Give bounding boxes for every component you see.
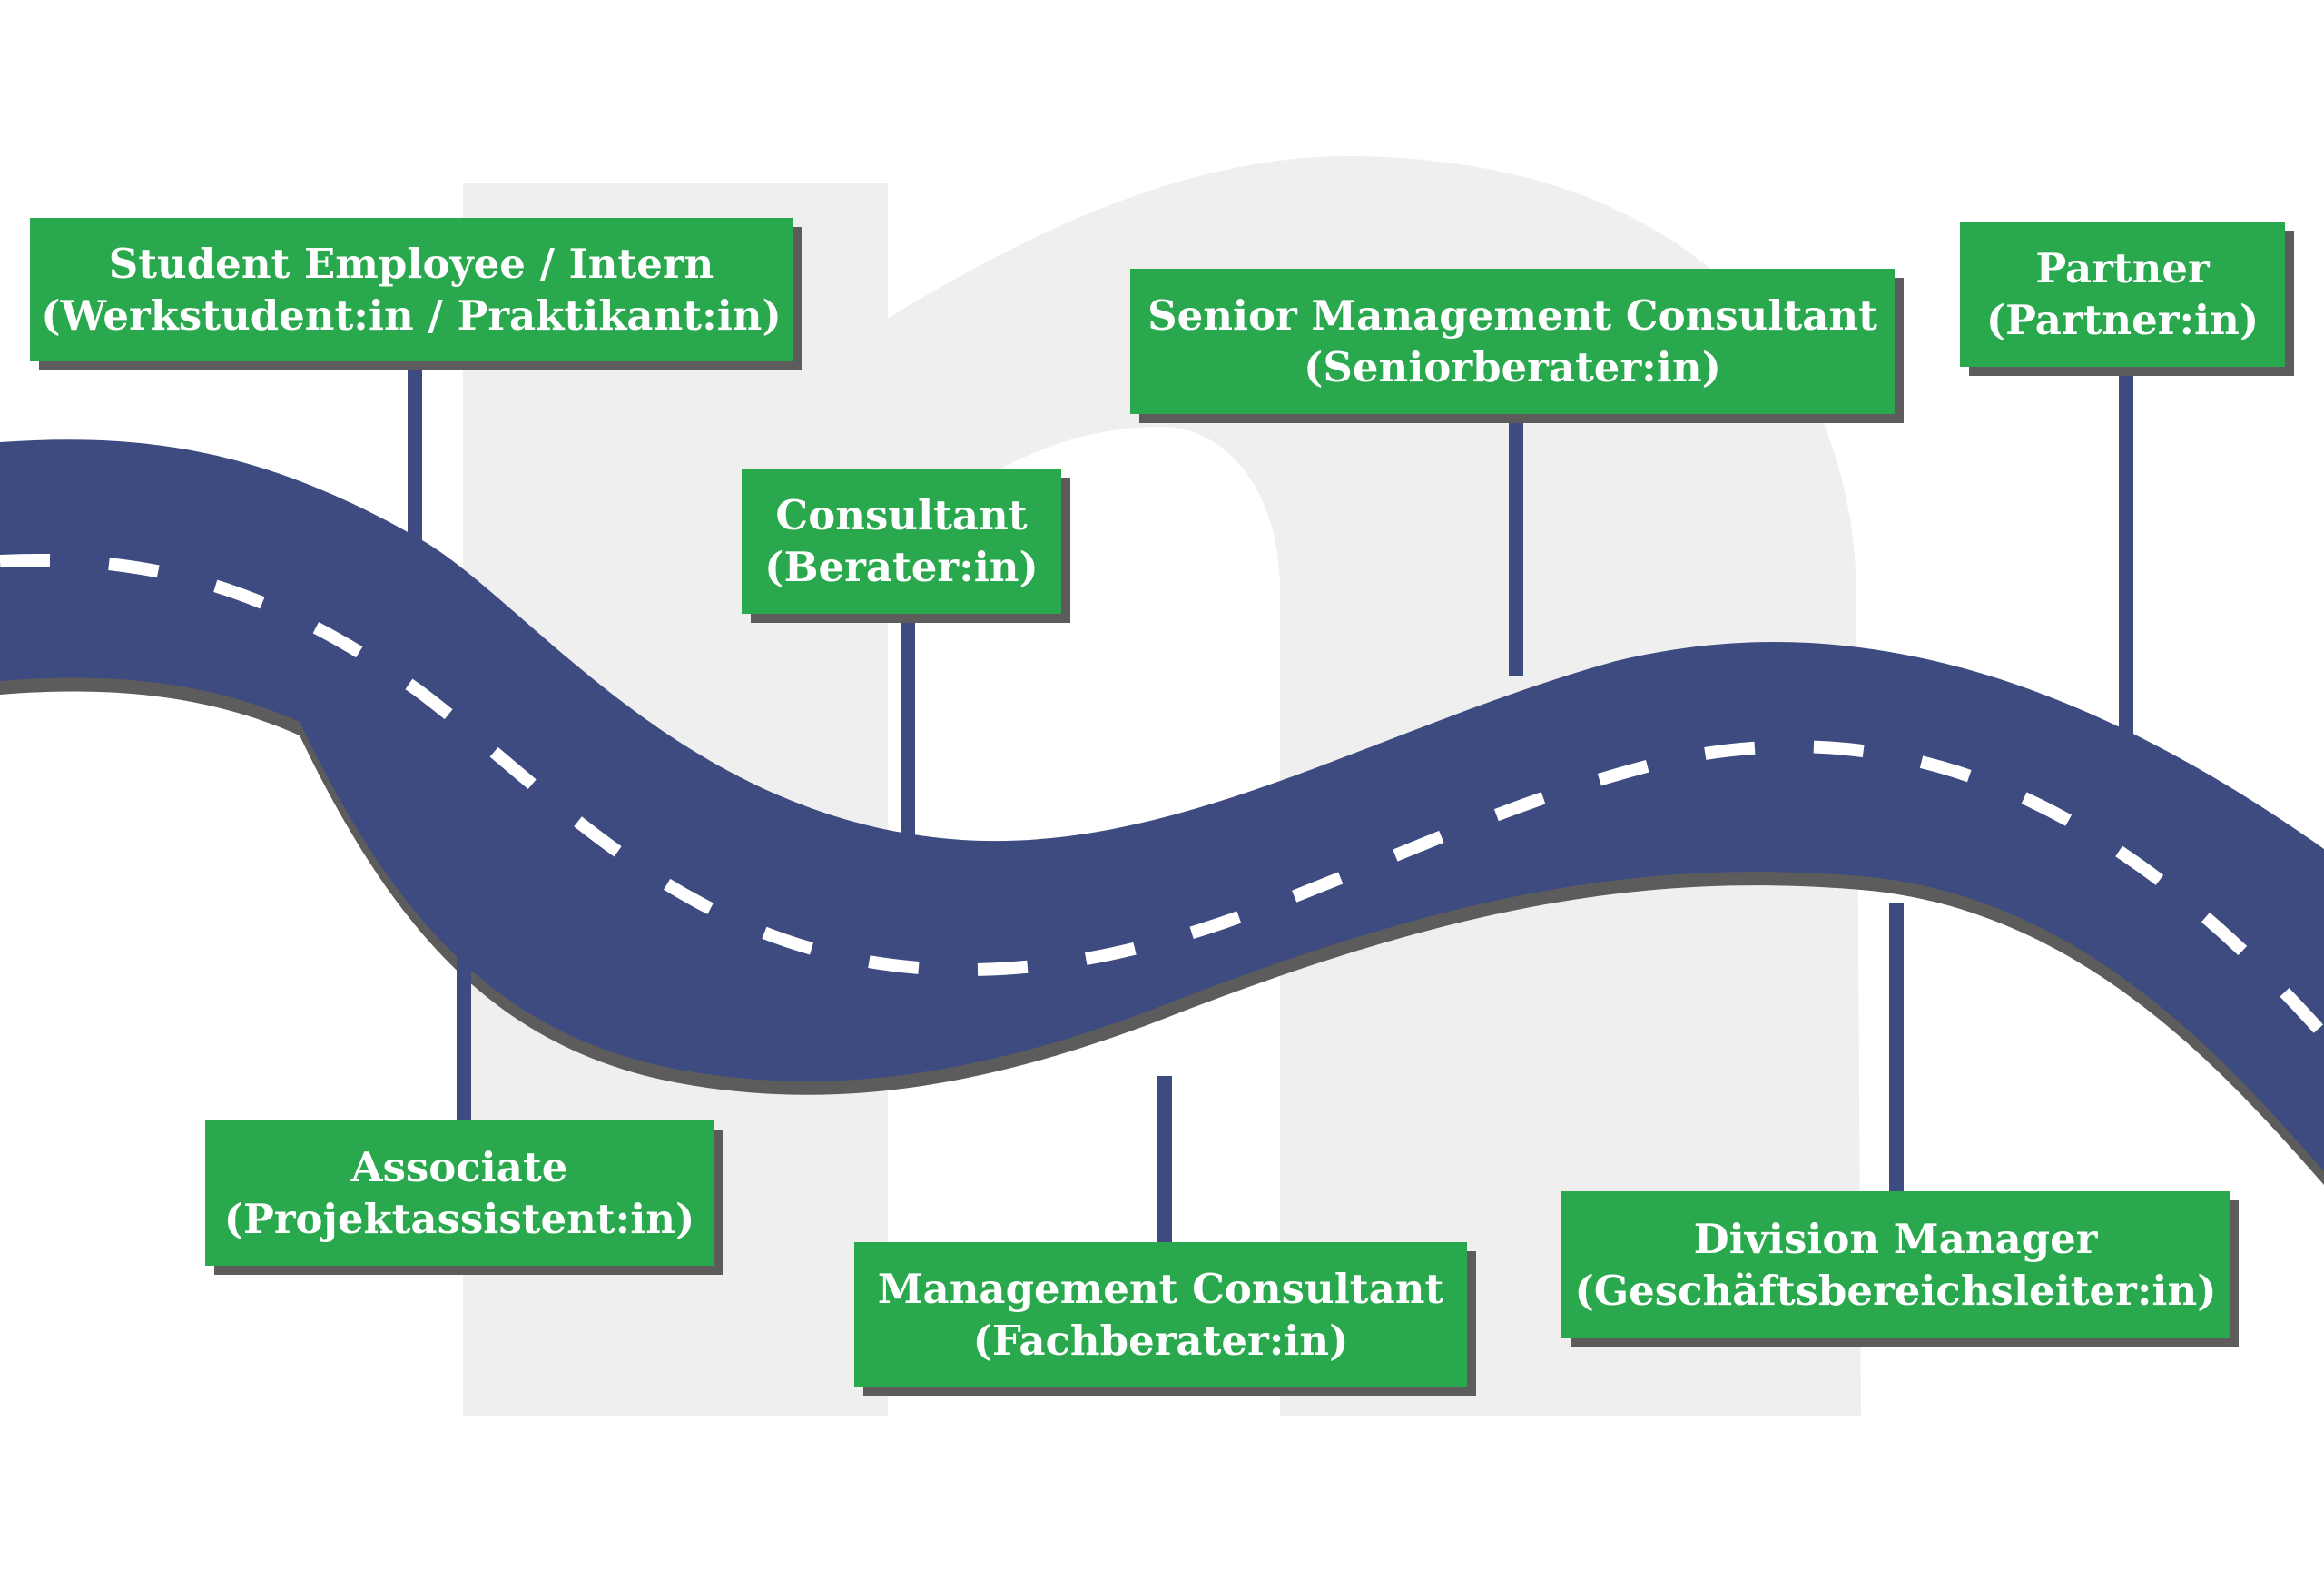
milestone-student-employee: Student Employee / Intern (Werkstudent:i…: [30, 218, 793, 361]
milestone-subtitle: (Seniorberater:in): [1304, 343, 1721, 391]
milestone-senior-management-consultant: Senior Management Consultant (Seniorbera…: [1130, 269, 1895, 414]
milestone-management-consultant: Management Consultant (Fachberater:in): [854, 1242, 1467, 1387]
road: [0, 439, 2324, 1171]
milestone-title: Student Employee / Intern: [108, 240, 714, 288]
lane-marking: [0, 553, 2324, 1040]
milestone-title: Associate: [350, 1143, 568, 1191]
milestone-subtitle: (Berater:in): [764, 543, 1039, 591]
milestone-title: Senior Management Consultant: [1147, 291, 1877, 340]
milestone-subtitle: (Fachberater:in): [972, 1317, 1349, 1365]
milestone-consultant: Consultant (Berater:in): [742, 469, 1061, 614]
milestone-subtitle: (Partner:in): [1985, 296, 2260, 344]
milestone-division-manager: Division Manager (Geschäftsbereichsleite…: [1561, 1191, 2230, 1338]
milestone-associate: Associate (Projektassistent:in): [205, 1120, 714, 1266]
milestone-title: Consultant: [775, 491, 1028, 539]
connectors: [408, 363, 2133, 1246]
milestone-subtitle: (Werkstudent:in / Praktikant:in): [41, 291, 782, 340]
milestone-subtitle: (Geschäftsbereichsleiter:in): [1574, 1267, 2217, 1315]
milestone-title: Management Consultant: [877, 1265, 1444, 1313]
milestone-title: Division Manager: [1693, 1215, 2098, 1263]
milestone-title: Partner: [2035, 244, 2210, 292]
milestone-partner: Partner (Partner:in): [1960, 222, 2285, 367]
milestone-subtitle: (Projektassistent:in): [223, 1195, 695, 1243]
